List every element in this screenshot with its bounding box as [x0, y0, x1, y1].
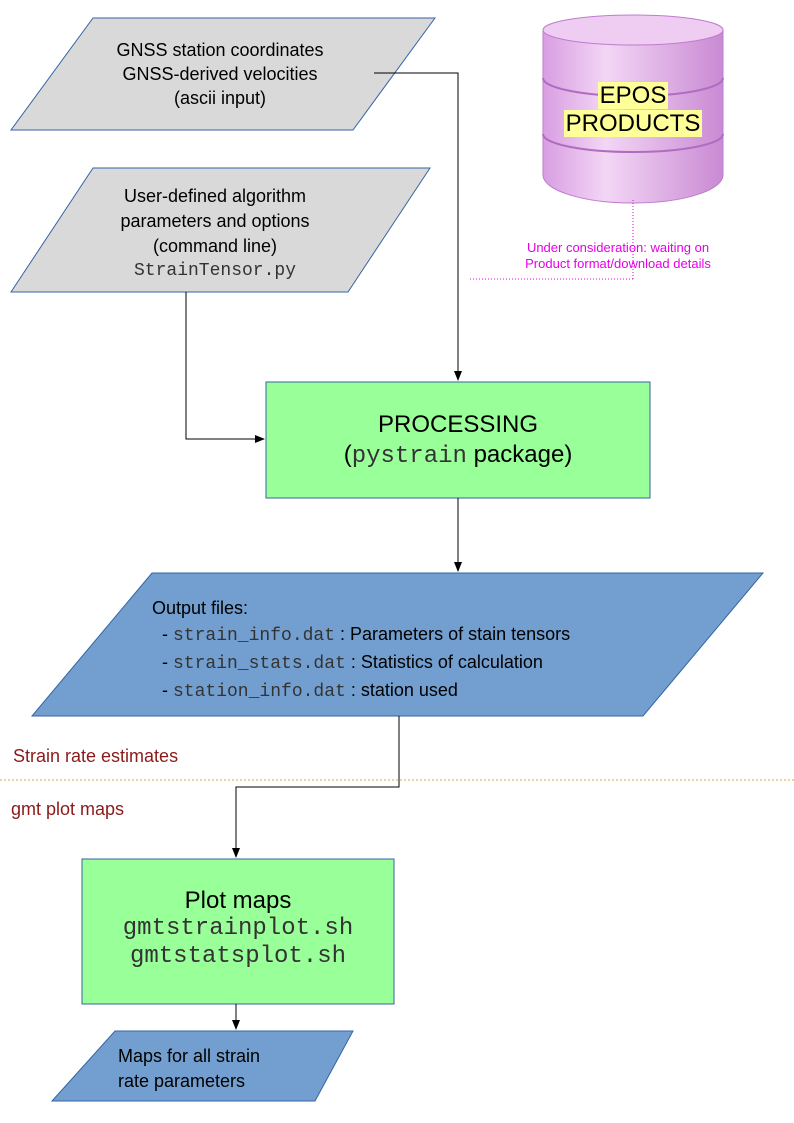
gmt-stats-plot-script: gmtstatsplot.sh	[129, 943, 347, 970]
epos-note-line2: Product format/download details	[525, 256, 711, 271]
output-file-strain-info: - strain_info.dat : Parameters of stain …	[162, 624, 571, 646]
maps-output-label: Maps for all strain rate parameters	[118, 1044, 338, 1094]
output-files-shape[interactable]	[30, 572, 765, 717]
processing-title: PROCESSING	[377, 411, 539, 438]
maps-output-line1: Maps for all strain	[118, 1046, 261, 1066]
output-files-label: Output files: - strain_info.dat : Parame…	[152, 595, 712, 705]
pystrain-code: pystrain	[351, 443, 467, 470]
epos-products-title: PRODUCTS	[563, 110, 703, 137]
plot-maps-label: Plot maps gmtstrainplot.sh gmtstatsplot.…	[82, 887, 394, 971]
epos-note: Under consideration: waiting on Product …	[498, 240, 738, 272]
user-params-label: User-defined algorithm parameters and op…	[60, 184, 370, 284]
gnss-velocities-text: GNSS-derived velocities	[122, 64, 318, 84]
plot-maps-box[interactable]	[81, 858, 395, 1005]
strain-tensor-script: StrainTensor.py	[133, 261, 297, 281]
epos-label: EPOS PRODUCTS	[543, 82, 723, 138]
gnss-coordinates-text: GNSS station coordinates	[116, 40, 324, 60]
gmt-strain-plot-script: gmtstrainplot.sh	[122, 915, 354, 942]
gnss-input-shape[interactable]	[10, 17, 436, 131]
section-label-estimates: Strain rate estimates	[13, 746, 179, 766]
maps-output-shape[interactable]	[50, 1030, 354, 1102]
gnss-format-text: (ascii input)	[173, 88, 267, 108]
epos-title: EPOS	[597, 82, 669, 109]
output-files-heading: Output files:	[152, 598, 249, 618]
connector-params-to-processing	[185, 292, 265, 443]
gnss-input-label: GNSS station coordinates GNSS-derived ve…	[70, 38, 370, 110]
connector-gnss-to-processing	[374, 72, 462, 381]
connector-output-to-plot	[232, 716, 400, 858]
section-label-plots: gmt plot maps	[11, 799, 125, 819]
maps-output-line2: rate parameters	[118, 1071, 246, 1091]
user-params-input-shape[interactable]	[10, 167, 431, 293]
plot-maps-title: Plot maps	[184, 887, 292, 914]
user-params-line1: User-defined algorithm	[123, 186, 307, 206]
user-params-line3: (command line)	[152, 236, 278, 256]
processing-label: PROCESSING (pystrain package)	[266, 410, 650, 472]
epos-note-line1: Under consideration: waiting on	[526, 240, 710, 255]
output-file-strain-stats: - strain_stats.dat : Statistics of calcu…	[162, 652, 543, 674]
output-file-station-info: - station_info.dat : station used	[162, 680, 458, 702]
processing-package: (pystrain package)	[343, 441, 573, 470]
user-params-line2: parameters and options	[120, 211, 310, 231]
processing-box[interactable]	[265, 381, 651, 499]
